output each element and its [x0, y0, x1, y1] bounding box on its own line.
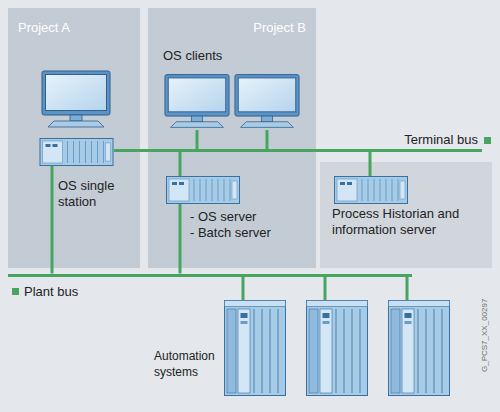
bus-connection — [114, 149, 160, 152]
bus-line: Terminal bus — [160, 149, 482, 152]
automation-rack — [307, 301, 368, 396]
text-box: Process Historian and information server — [332, 206, 482, 238]
automation-rack-group: Automation systems — [224, 300, 450, 396]
bus-line: Plant bus — [8, 274, 412, 277]
server-icon — [167, 177, 240, 204]
client-group: OS clients — [163, 70, 301, 130]
node-text: OS single station — [58, 178, 124, 210]
bus-connection — [179, 204, 182, 274]
bus-marker — [12, 288, 19, 295]
monitor-icon — [165, 75, 229, 128]
text-box: - OS server- Batch server — [190, 209, 300, 241]
project-panel: Project A OS single station — [8, 8, 140, 268]
text-box: OS clients — [163, 48, 263, 64]
automation-rack — [389, 301, 450, 396]
text-box: OS single station — [58, 178, 124, 210]
node-text: OS clients — [163, 48, 263, 64]
server-panel: Process Historian and information server — [320, 162, 492, 268]
node-text: Plant bus — [24, 284, 104, 300]
node-text: - Batch server — [190, 225, 300, 241]
node-text: Project A — [18, 20, 128, 36]
monitor-icon — [235, 75, 299, 128]
node-text: - OS server — [190, 209, 300, 225]
node-text: Terminal bus — [378, 132, 478, 148]
node-text: Process Historian and information server — [332, 206, 482, 238]
bus-connection — [369, 152, 372, 162]
server-icon — [40, 139, 113, 166]
figure-id: G_PCS7_XX_00297 — [480, 299, 490, 372]
bus-marker — [484, 137, 491, 144]
bus-wire — [369, 162, 372, 176]
node-text: Project B — [186, 20, 306, 36]
node-text: Automation systems — [154, 348, 220, 380]
workstation: OS single station — [38, 68, 114, 166]
text-box: Plant bus — [24, 284, 104, 300]
server-box: - OS server- Batch server — [166, 176, 240, 204]
automation-rack — [225, 301, 286, 396]
bus-connection — [243, 277, 407, 301]
bus-connection — [51, 166, 54, 274]
text-box: Automation systems — [154, 348, 220, 380]
server-icon — [335, 177, 408, 204]
text-box: Project B — [186, 20, 306, 36]
monitor-icon — [42, 71, 110, 127]
text-box: Project A — [18, 20, 128, 36]
bus-connection — [179, 152, 182, 176]
project-panel: Project B OS clients - OS server- Batch se… — [148, 8, 316, 268]
text-box: Terminal bus — [378, 132, 478, 148]
bus-connection — [197, 130, 267, 149]
